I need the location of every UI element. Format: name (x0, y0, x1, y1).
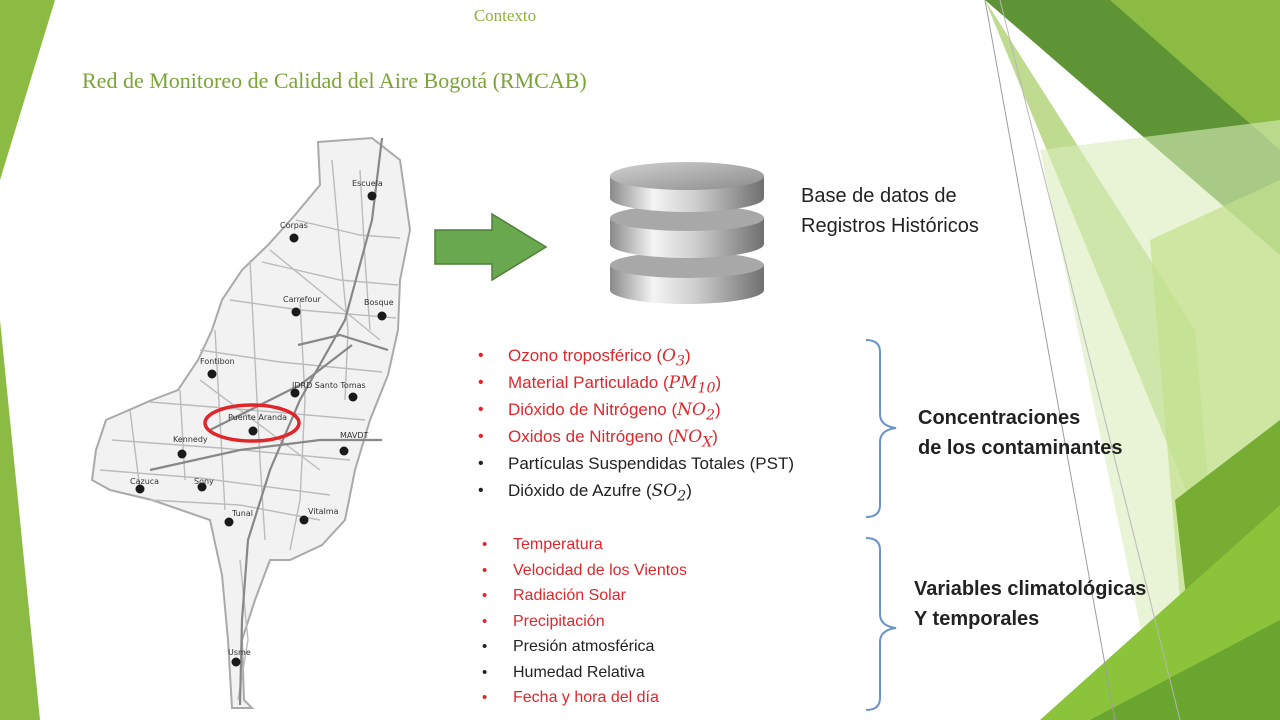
list-item: Temperatura (482, 532, 687, 558)
item-text-close: ) (712, 427, 718, 446)
chem-subscript: X (702, 434, 713, 451)
station-label: Carrefour (283, 295, 321, 304)
highlight-ellipse (203, 403, 301, 443)
station-label: Corpas (280, 221, 308, 230)
chem-symbol: NO (673, 427, 703, 447)
brace-pollutants (865, 339, 897, 518)
station-label: Sony (194, 477, 214, 486)
station-dot (348, 392, 358, 402)
station-dot (224, 517, 234, 527)
station-label: Kennedy (173, 435, 208, 444)
climate-group-label: Variables climatológicas Y temporales (914, 574, 1146, 634)
list-item: Oxidos de Nitrógeno (NOX) (478, 423, 794, 450)
slide-title: Red de Monitoreo de Calidad del Aire Bog… (82, 68, 587, 93)
station-label: Tunal (231, 509, 253, 518)
station-dot (339, 446, 349, 456)
database-label: Base de datos de Registros Históricos (801, 181, 979, 241)
chem-symbol: O (662, 346, 676, 366)
database-label-line2: Registros Históricos (801, 215, 979, 237)
deco-shape (1090, 620, 1280, 720)
station-dot (377, 311, 387, 321)
chem-symbol: PM (668, 373, 698, 393)
item-text: Dióxido de Nitrógeno ( (508, 400, 678, 419)
deco-line (984, 0, 1116, 720)
pollutant-list: Ozono troposférico (O3) Material Particu… (478, 342, 794, 504)
station-label: Cazuca (130, 477, 159, 486)
chem-symbol: NO (677, 400, 706, 420)
list-item: Ozono troposférico (O3) (478, 342, 794, 369)
map-stations (135, 191, 387, 667)
station-dot (197, 482, 207, 492)
station-dot (291, 307, 301, 317)
station-dot (231, 657, 241, 667)
item-text-close: ) (686, 481, 692, 500)
list-item: Precipitación (482, 609, 687, 635)
chem-subscript: 3 (675, 353, 685, 370)
item-text-close: ) (684, 346, 691, 365)
arrow-right-icon (434, 212, 548, 282)
item-text-close: ) (714, 400, 721, 419)
station-dot (248, 426, 258, 436)
list-item: Dióxido de Azufre (SO2) (478, 477, 794, 504)
bogota-map: Escuela Corpas Bosque Carrefour Fontibon… (90, 136, 412, 709)
list-item: Humedad Relativa (482, 660, 687, 686)
item-text: Ozono troposférico ( (508, 346, 663, 365)
station-label: Usme (228, 648, 251, 657)
item-text: Oxidos de Nitrógeno ( (508, 427, 674, 446)
list-item: Radiación Solar (482, 583, 687, 609)
station-dot (299, 515, 309, 525)
station-label: Puente Aranda (228, 413, 287, 422)
station-dot (207, 369, 217, 379)
map-station-labels: Escuela Corpas Bosque Carrefour Fontibon… (130, 179, 394, 657)
station-dot (289, 233, 299, 243)
pollutants-group-label: Concentraciones de los contaminantes (918, 403, 1123, 463)
climate-group-label-line2: Y temporales (914, 608, 1040, 630)
deco-shape (1110, 0, 1280, 150)
station-dot (290, 388, 300, 398)
deco-line (999, 0, 1181, 720)
list-item: Material Particulado (PM10) (478, 369, 794, 396)
section-label: Contexto (473, 6, 537, 25)
station-label: IDRD Santo Tomas (292, 381, 366, 390)
chem-symbol: SO (651, 481, 678, 501)
station-label: Vitalma (308, 507, 339, 516)
station-label: MAVDT (340, 431, 368, 440)
database-icon (610, 162, 764, 304)
deco-shape (0, 320, 40, 720)
station-label: Fontibon (200, 357, 235, 366)
list-item: Partículas Suspendidas Totales (PST) (478, 450, 794, 477)
map-outline (90, 136, 412, 709)
chem-subscript: 10 (697, 380, 716, 397)
climate-list: Temperatura Velocidad de los Vientos Rad… (482, 532, 687, 711)
item-text: Partículas Suspendidas Totales (PST) (508, 454, 794, 473)
list-item: Dióxido de Nitrógeno (NO2) (478, 396, 794, 423)
list-item: Velocidad de los Vientos (482, 558, 687, 584)
database-label-line1: Base de datos de (801, 185, 957, 207)
pollutants-group-label-line1: Concentraciones (918, 407, 1081, 429)
station-label: Bosque (364, 298, 394, 307)
climate-group-label-line1: Variables climatológicas (914, 578, 1147, 600)
item-text: Material Particulado ( (508, 373, 669, 392)
chem-subscript: 2 (705, 407, 715, 424)
station-dot (367, 191, 377, 201)
deco-shape (0, 0, 55, 180)
brace-climate (865, 537, 897, 711)
pollutants-group-label-line2: de los contaminantes (918, 437, 1123, 459)
station-dot (135, 484, 145, 494)
station-label: Escuela (352, 179, 383, 188)
item-text-close: ) (715, 373, 722, 392)
list-item: Fecha y hora del día (482, 685, 687, 711)
item-text: Dióxido de Azufre ( (508, 481, 652, 500)
chem-subscript: 2 (677, 488, 687, 505)
station-dot (177, 449, 187, 459)
list-item: Presión atmosférica (482, 634, 687, 660)
